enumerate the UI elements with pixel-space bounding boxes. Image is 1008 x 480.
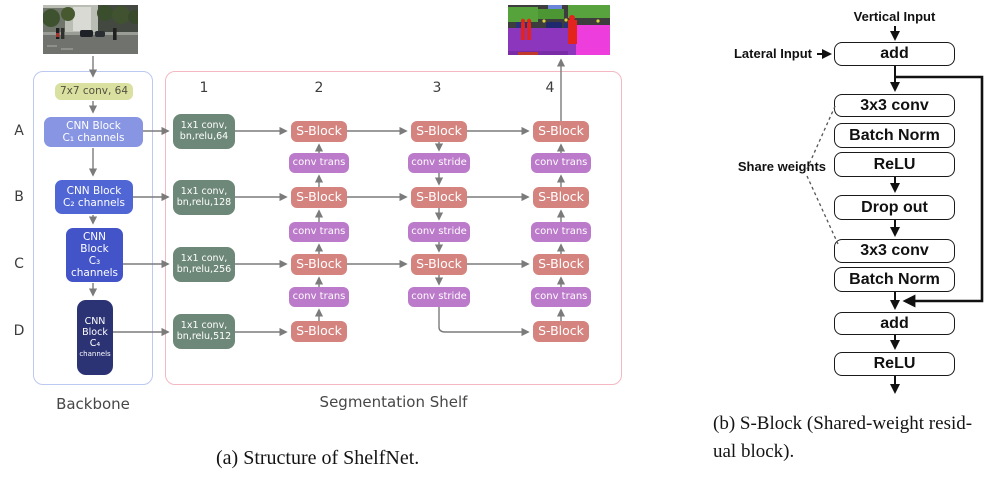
cnn-c2-line2: C₂ channels xyxy=(63,197,125,209)
lateral-conv-a: 1x1 conv, bn,relu,64 xyxy=(173,114,235,149)
row-label-d: D xyxy=(13,323,25,339)
sblock-col3-row-a: S-Block xyxy=(411,121,467,142)
shelf-label: Segmentation Shelf xyxy=(319,393,468,411)
sblock-col4-row-c: S-Block xyxy=(533,254,589,275)
sblock-col3-row-b: S-Block xyxy=(411,187,467,208)
cnn-c3-line1: CNN xyxy=(82,230,107,243)
sblock-col2-row-c: S-Block xyxy=(291,254,347,275)
cnn-c3-line3: C₃ xyxy=(88,255,101,267)
sblock-col4-row-d: S-Block xyxy=(533,321,589,342)
lateral-conv-d-line2: bn,relu,512 xyxy=(176,330,232,342)
cnn-c4-line2: Block xyxy=(82,327,108,339)
lateral-conv-b-line1: 1x1 conv, xyxy=(180,185,228,197)
batch-norm-box-2: Batch Norm xyxy=(834,267,955,292)
conv-trans-col4-bc: conv trans xyxy=(531,222,591,242)
lateral-conv-c-line1: 1x1 conv, xyxy=(180,252,228,264)
column-label-3: 3 xyxy=(432,80,442,96)
batch-norm-box-1: Batch Norm xyxy=(834,123,955,148)
conv-stride-col3-ab: conv stride xyxy=(408,153,470,173)
lateral-conv-c-line2: bn,relu,256 xyxy=(176,263,232,275)
row-label-b: B xyxy=(14,189,24,205)
relu-box-1: ReLU xyxy=(834,152,955,177)
conv-trans-col2-bc: conv trans xyxy=(289,222,349,242)
add-box-bottom: add xyxy=(834,312,955,335)
conv-trans-col2-ab: conv trans xyxy=(289,153,349,173)
sblock-col4-row-a: S-Block xyxy=(533,121,589,142)
conv3x3-box-1: 3x3 conv xyxy=(834,94,955,117)
cnn-c3-line2: Block xyxy=(80,242,109,255)
lateral-conv-c: 1x1 conv, bn,relu,256 xyxy=(173,247,235,282)
conv-trans-col4-ab: conv trans xyxy=(531,153,591,173)
cnn-c1-line2: C₁ channels xyxy=(62,132,125,144)
input-street-photo xyxy=(43,5,138,54)
segmentation-shelf-frame xyxy=(165,71,622,385)
cnn-block-c1: CNN Block C₁ channels xyxy=(44,117,143,147)
lateral-conv-b: 1x1 conv, bn,relu,128 xyxy=(173,180,235,215)
column-label-4: 4 xyxy=(545,80,555,96)
sblock-col3-row-c: S-Block xyxy=(411,254,467,275)
caption-a: (a) Structure of ShelfNet. xyxy=(216,447,420,469)
backbone-label: Backbone xyxy=(56,395,130,413)
cnn-c2-line1: CNN Block xyxy=(66,184,122,197)
conv-trans-col2-cd: conv trans xyxy=(289,287,349,307)
conv-stride-col3-bc: conv stride xyxy=(408,222,470,242)
relu-box-2: ReLU xyxy=(834,352,955,376)
lateral-input-label: Lateral Input xyxy=(733,46,812,61)
vertical-input-label: Vertical Input xyxy=(853,9,936,24)
sblock-col2-row-b: S-Block xyxy=(291,187,347,208)
cnn-c4-line1: CNN xyxy=(84,316,106,328)
lateral-conv-d-line1: 1x1 conv, xyxy=(180,319,228,331)
cnn-block-c4: CNN Block C₄ channels xyxy=(77,300,113,375)
conv3x3-box-2: 3x3 conv xyxy=(834,239,955,263)
sblock-col2-row-a: S-Block xyxy=(291,121,347,142)
caption-b-line2: ual block). xyxy=(713,441,795,462)
cnn-c4-line3: C₄ xyxy=(89,337,101,349)
add-box-top: add xyxy=(834,42,955,66)
lateral-conv-a-line2: bn,relu,64 xyxy=(179,130,229,142)
stem-conv-box: 7x7 conv, 64 xyxy=(55,83,133,100)
column-label-2: 2 xyxy=(314,80,324,96)
row-label-a: A xyxy=(14,123,24,139)
lateral-conv-a-line1: 1x1 conv, xyxy=(180,119,228,131)
sblock-col4-row-b: S-Block xyxy=(533,187,589,208)
caption-b: (b) S-Block (Shared-weight resid- ual bl… xyxy=(713,410,995,466)
cnn-c1-line1: CNN Block xyxy=(66,119,121,132)
cnn-c3-line4: channels xyxy=(70,267,119,280)
row-label-c: C xyxy=(14,256,24,272)
output-segmentation-photo xyxy=(508,5,610,55)
lateral-conv-d: 1x1 conv, bn,relu,512 xyxy=(173,314,235,349)
sblock-col2-row-d: S-Block xyxy=(291,321,347,342)
cnn-block-c2: CNN Block C₂ channels xyxy=(55,180,133,214)
column-label-1: 1 xyxy=(199,80,209,96)
cnn-c4-line4: channels xyxy=(79,349,111,358)
caption-b-line1: (b) S-Block (Shared-weight resid- xyxy=(713,413,973,434)
lateral-conv-b-line2: bn,relu,128 xyxy=(176,196,232,208)
dropout-box: Drop out xyxy=(834,195,955,220)
conv-trans-col4-cd: conv trans xyxy=(531,287,591,307)
cnn-block-c3: CNN Block C₃ channels xyxy=(66,228,123,282)
share-weights-label: Share weights xyxy=(737,159,826,174)
conv-stride-col3-cd: conv stride xyxy=(408,287,470,307)
